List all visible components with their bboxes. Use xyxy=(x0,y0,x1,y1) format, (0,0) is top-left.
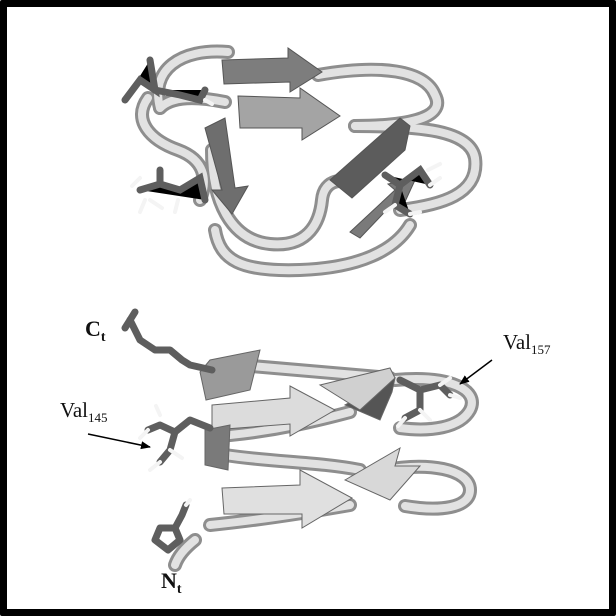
strand-bottom-5 xyxy=(205,425,230,470)
val145-label: Val145 xyxy=(60,400,108,424)
n-terminal-ring xyxy=(155,528,180,550)
top-coil-tubes xyxy=(142,52,475,271)
c-terminal-chain xyxy=(130,320,212,370)
top-protein-structure xyxy=(125,48,475,270)
strand-top-1 xyxy=(222,48,322,92)
strand-top-2 xyxy=(238,88,340,140)
strand-bottom-1 xyxy=(200,350,260,400)
bottom-protein-structure xyxy=(88,312,492,565)
n-terminus-label: Nt xyxy=(161,570,182,597)
val157-label: Val157 xyxy=(503,332,551,356)
val157-pointer-arrow xyxy=(460,360,492,384)
strand-bottom-6 xyxy=(345,448,420,500)
val145-sidechain xyxy=(148,420,210,432)
c-terminus-label: Ct xyxy=(85,318,106,345)
